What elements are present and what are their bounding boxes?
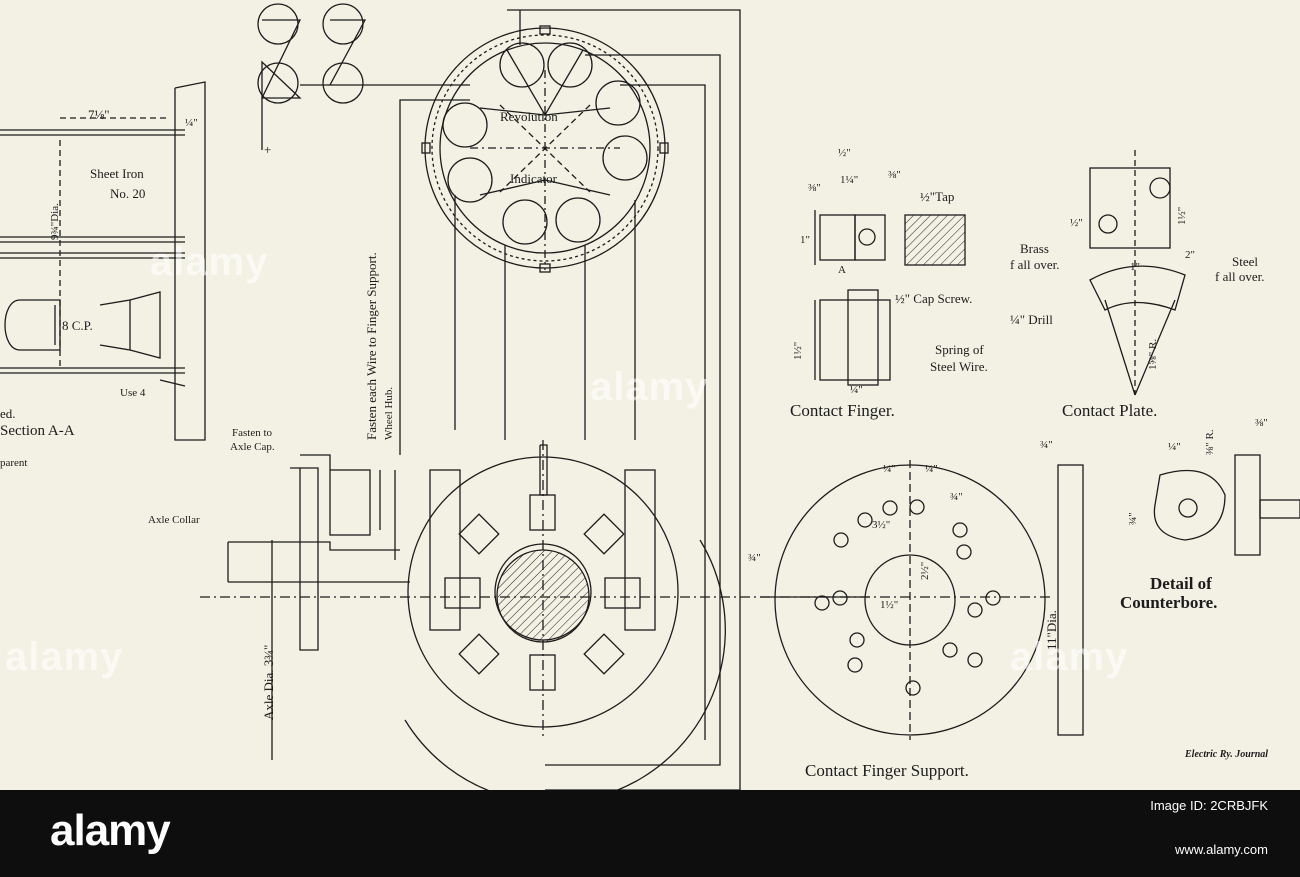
ed-fragment: ed.: [0, 406, 16, 421]
sheet-iron-label: Sheet Iron: [90, 166, 144, 181]
credit-line: Electric Ry. Journal: [1185, 749, 1269, 760]
dim-1-4-top: ¼": [185, 117, 198, 129]
cp-dim-1: 1": [1130, 261, 1140, 273]
cfs-dim-1-1-2: 1½": [880, 599, 899, 611]
cf-dim-3-8-left: ⅜": [808, 182, 821, 194]
cf-spring-2: Steel Wire.: [930, 359, 988, 374]
cf-spring-1: Spring of: [935, 342, 984, 357]
cb-dim-3-4-a: ¾": [1040, 439, 1053, 451]
hub-assembly: [200, 440, 1050, 790]
cfs-dim-3-4: ¾": [950, 491, 963, 503]
contact-finger-drawing: [814, 210, 966, 386]
cfs-dim-2-1-2: 2½": [919, 561, 931, 580]
contact-plate-caption: Contact Plate.: [1062, 401, 1158, 420]
footer-bar: alamy Image ID: 2CRBJFK www.alamy.com: [0, 790, 1300, 877]
cb-dim-3-8: ⅜": [1255, 417, 1268, 429]
no20-label: No. 20: [110, 186, 146, 201]
cp-brass-finish: f all over.: [1010, 257, 1060, 272]
site-url[interactable]: www.alamy.com: [1175, 842, 1268, 857]
alamy-logo[interactable]: alamy: [50, 806, 171, 856]
cf-dim-1-4: ¼": [850, 384, 863, 396]
cfs-dim-3-1-2: 3½": [872, 519, 891, 531]
cf-tap: ½"Tap: [920, 189, 955, 204]
cf-dim-1-1-4: 1¼": [840, 174, 859, 186]
revolution-label: Revolution: [500, 109, 558, 124]
wiring: [399, 9, 741, 790]
dim-7-1-8: 7⅛": [88, 107, 110, 122]
cfs-dim-3-4-left: ¾": [748, 552, 761, 564]
revolution-indicator: [421, 25, 669, 273]
cf-dim-1: 1": [800, 234, 810, 246]
counterbore-caption-1: Detail of: [1150, 574, 1212, 593]
cb-dim-3-4-b: ¾": [1127, 512, 1139, 525]
cb-dim-3-8-r: ⅜" R.: [1204, 429, 1216, 455]
cfs-dim-1-4-a: ¼": [883, 463, 896, 475]
section-caption: Section A-A: [0, 423, 75, 439]
cb-dim-1-4: ¼": [1168, 441, 1181, 453]
axle-collar-label: Axle Collar: [148, 514, 200, 526]
technical-drawing: 7⅛" ¼" Sheet Iron No. 20 9¾"Dia. 8 C.P. …: [0, 0, 1300, 790]
indicator-label: Indicator: [510, 171, 557, 186]
cp-dim-half: ½": [1070, 217, 1083, 229]
parent-fragment: parent: [0, 457, 28, 469]
cp-steel-finish: f all over.: [1215, 269, 1265, 284]
cp-drill: ¼" Drill: [1010, 312, 1053, 327]
contact-finger-support-caption: Contact Finger Support.: [805, 761, 969, 780]
fasten-axle-cap-1: Fasten to: [232, 427, 273, 439]
cf-dim-1-1-2: 1½": [792, 341, 804, 360]
commutator-symbol: [257, 3, 410, 150]
cp-dim-1-1-2: 1½": [1176, 206, 1188, 225]
counterbore-drawing: [1153, 454, 1300, 556]
lamp-label: 8 C.P.: [62, 318, 93, 333]
cp-brass: Brass: [1020, 241, 1049, 256]
cfs-dim-1-4-b: ¼": [925, 463, 938, 475]
contact-finger-caption: Contact Finger.: [790, 401, 895, 420]
cfs-dim-11-dia: 11"Dia.: [1044, 610, 1059, 650]
axle-dia-label: Axle Dia. 3¾": [261, 644, 276, 720]
counterbore-caption-2: Counterbore.: [1120, 593, 1218, 612]
wheel-hub-note: Wheel Hub.: [383, 386, 395, 440]
contact-finger-support-drawing: [760, 460, 1084, 740]
dim-dia: 9¾"Dia.: [49, 203, 61, 240]
cp-dim-2: 2": [1185, 249, 1195, 261]
alamy-logo-text: alamy: [50, 806, 171, 855]
cf-a-label: A: [838, 264, 846, 276]
contact-plate-drawing: [1089, 150, 1186, 396]
cp-radius: 1⅝" R.: [1147, 338, 1159, 370]
section-a-a-drawing: [0, 81, 206, 441]
fasten-wire-note: Fasten each Wire to Finger Support.: [364, 252, 379, 440]
fasten-axle-cap-2: Axle Cap.: [230, 441, 275, 453]
drawing-lines: [0, 3, 1300, 790]
cf-dim-half: ½": [838, 147, 851, 159]
use4-label: Use 4: [120, 387, 146, 399]
cf-dim-3-8-right: ⅜": [888, 169, 901, 181]
image-id: Image ID: 2CRBJFK: [1150, 798, 1268, 813]
cp-steel: Steel: [1232, 254, 1258, 269]
cf-cap-screw: ½" Cap Screw.: [895, 291, 973, 306]
plus-sign: +: [264, 142, 272, 157]
